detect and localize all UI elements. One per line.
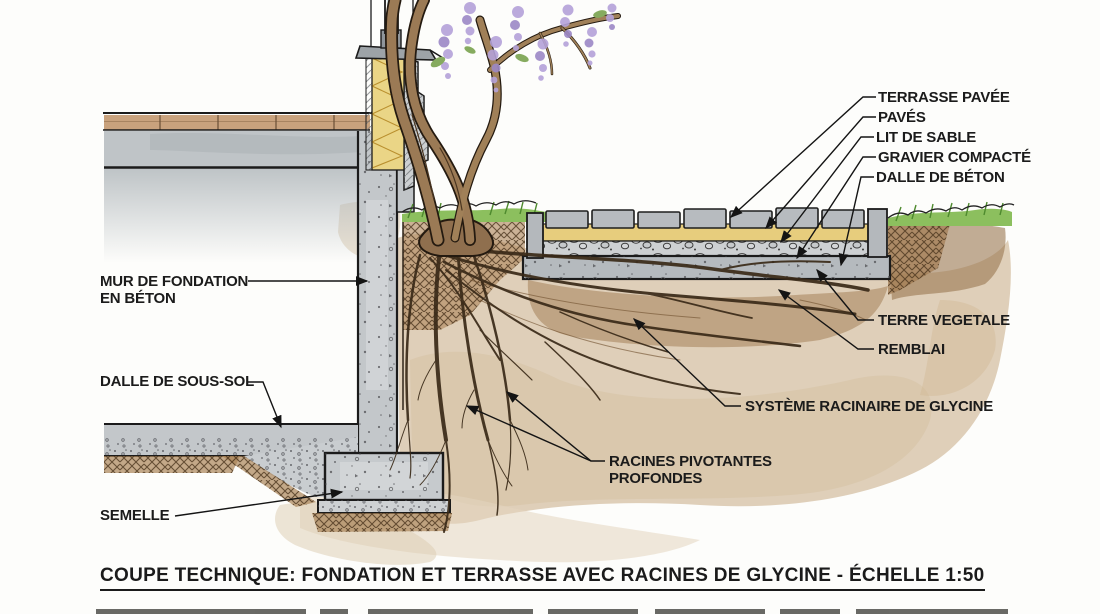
label-lit-de-sable: LIT DE SABLE xyxy=(876,129,977,146)
label-remblai: REMBLAI xyxy=(878,341,945,358)
label-dalle-de-beton: DALLE DE BÉTON xyxy=(876,169,1005,186)
label-racines-line1: RACINES PIVOTANTES xyxy=(609,453,772,470)
label-mur-fondation-line1: MUR DE FONDATION xyxy=(100,273,249,290)
cutoff-band xyxy=(96,609,1008,614)
label-mur-fondation: MUR DE FONDATION EN BÉTON xyxy=(100,273,248,307)
leaves xyxy=(430,10,607,68)
label-terrasse-pavee: TERRASSE PAVÉE xyxy=(878,89,1010,106)
wisteria-flowers xyxy=(438,2,617,93)
label-systeme-racinaire: SYSTÈME RACINAIRE DE GLYCINE xyxy=(745,398,994,415)
pavers xyxy=(545,207,865,229)
wisteria-tree xyxy=(385,0,621,257)
leader-lines xyxy=(174,96,876,517)
label-terre-vegetale: TERRE VEGETALE xyxy=(878,312,1010,329)
label-mur-fondation-line2: EN BÉTON xyxy=(100,290,176,307)
drawing-title: COUPE TECHNIQUE: FONDATION ET TERRASSE A… xyxy=(100,565,985,591)
label-gravier-compacte: GRAVIER COMPACTÉ xyxy=(878,149,1031,166)
label-racines-pivotantes: RACINES PIVOTANTES PROFONDES xyxy=(609,453,772,487)
footing xyxy=(312,451,452,532)
label-dalle-sous-sol: DALLE DE SOUS-SOL xyxy=(100,373,255,390)
label-semelle: SEMELLE xyxy=(100,507,170,524)
house-section xyxy=(103,0,452,532)
label-paves: PAVÉS xyxy=(878,109,926,126)
label-racines-line2: PROFONDES xyxy=(609,470,703,487)
